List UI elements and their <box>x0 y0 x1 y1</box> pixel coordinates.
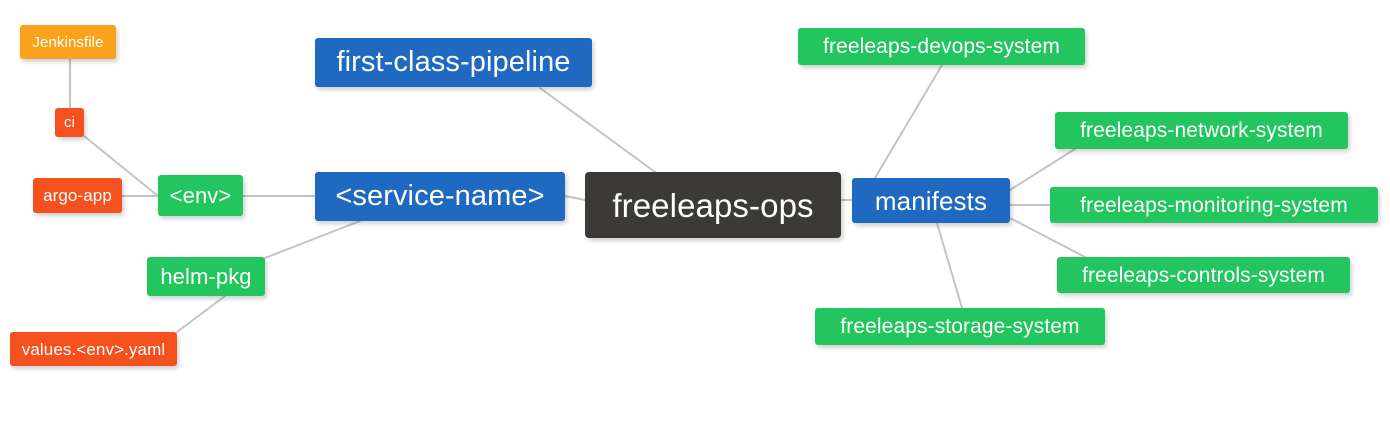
node-pipeline[interactable]: first-class-pipeline <box>315 38 592 87</box>
node-root[interactable]: freeleaps-ops <box>585 172 841 238</box>
edge-manifests-to-storage <box>936 222 963 309</box>
node-values-yaml[interactable]: values.<env>.yaml <box>10 332 177 366</box>
node-monitoring[interactable]: freeleaps-monitoring-system <box>1050 187 1378 223</box>
node-argo-app[interactable]: argo-app <box>33 178 122 213</box>
node-env[interactable]: <env> <box>158 175 243 216</box>
node-devops[interactable]: freeleaps-devops-system <box>798 28 1085 65</box>
node-storage[interactable]: freeleaps-storage-system <box>815 308 1105 345</box>
node-network[interactable]: freeleaps-network-system <box>1055 112 1348 149</box>
node-service-name[interactable]: <service-name> <box>315 172 565 221</box>
edge-service-name-to-root <box>564 195 586 201</box>
node-manifests[interactable]: manifests <box>852 178 1010 223</box>
edge-manifests-to-network <box>1009 148 1076 191</box>
edge-pipeline-to-root <box>539 87 656 173</box>
edge-manifests-to-controls <box>1009 217 1086 258</box>
edge-manifests-to-devops <box>874 64 943 179</box>
node-controls[interactable]: freeleaps-controls-system <box>1057 257 1350 293</box>
node-ci[interactable]: ci <box>55 108 84 137</box>
edge-helm-pkg-to-service-name <box>264 220 361 259</box>
edge-values-yaml-to-helm-pkg <box>176 295 226 333</box>
node-helm-pkg[interactable]: helm-pkg <box>147 257 265 296</box>
node-jenkinsfile[interactable]: Jenkinsfile <box>20 25 116 59</box>
